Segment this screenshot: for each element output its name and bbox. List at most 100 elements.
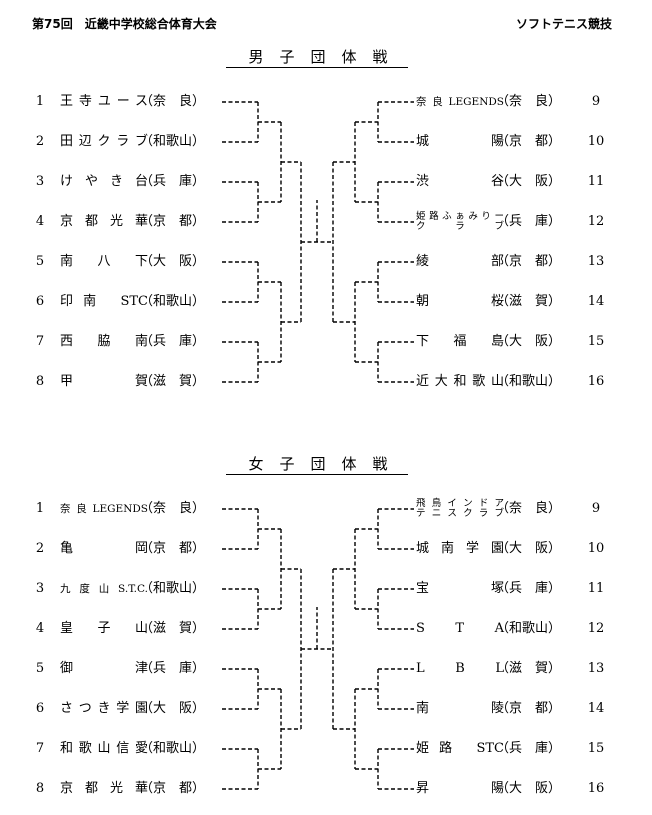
school-name: 飛鳥インドアテニスクラブ [416, 498, 504, 519]
school-name: さつき学園 [60, 701, 148, 716]
seed-number: 10 [587, 134, 605, 149]
prefecture: （滋 賀） [496, 294, 562, 309]
prefecture: （大 阪） [140, 254, 206, 269]
prefecture: （大 阪） [496, 541, 562, 556]
seed-number: 7 [35, 334, 45, 349]
seed-number: 3 [35, 581, 45, 596]
prefecture: （兵 庫） [496, 214, 562, 229]
prefecture: （大 阪） [496, 174, 562, 189]
school-name: 京都光華 [60, 214, 148, 229]
school-name: 城南学園 [416, 541, 504, 556]
girls-title-underline [226, 474, 408, 475]
seed-number: 3 [35, 174, 45, 189]
school-name: S T A [416, 621, 504, 636]
seed-number: 4 [35, 621, 45, 636]
prefecture: （滋 賀） [140, 621, 206, 636]
seed-number: 7 [35, 741, 45, 756]
prefecture: （大 阪） [140, 701, 206, 716]
seed-number: 5 [35, 254, 45, 269]
school-name: 王寺ユース [60, 94, 148, 109]
prefecture: （京 都） [140, 781, 206, 796]
prefecture: （京 都） [140, 214, 206, 229]
seed-number: 15 [587, 334, 605, 349]
school-name: 亀 岡 [60, 541, 148, 556]
seed-number: 9 [591, 94, 601, 109]
prefecture: （滋 賀） [496, 661, 562, 676]
seed-number: 14 [587, 294, 605, 309]
prefecture: （和歌山） [496, 374, 562, 389]
prefecture: （兵 庫） [140, 174, 206, 189]
prefecture: （京 都） [140, 541, 206, 556]
school-name: 甲 賀 [60, 374, 148, 389]
event-title: 第75回 近畿中学校総合体育大会 [32, 17, 217, 31]
seed-number: 4 [35, 214, 45, 229]
seed-number: 16 [587, 374, 605, 389]
prefecture: （兵 庫） [496, 581, 562, 596]
prefecture: （兵 庫） [140, 661, 206, 676]
boys-title: 男子団体戦 [248, 48, 404, 66]
seed-number: 14 [587, 701, 605, 716]
prefecture: （和歌山） [496, 621, 562, 636]
seed-number: 13 [587, 661, 605, 676]
school-name: 綾 部 [416, 254, 504, 269]
school-name: 南八下 [60, 254, 148, 269]
prefecture: （兵 庫） [496, 741, 562, 756]
prefecture: （奈 良） [140, 501, 206, 516]
seed-number: 1 [35, 501, 45, 516]
seed-number: 16 [587, 781, 605, 796]
prefecture: （大 阪） [496, 781, 562, 796]
school-name: L B L [416, 661, 504, 676]
seed-number: 2 [35, 541, 45, 556]
prefecture: （滋 賀） [140, 374, 206, 389]
prefecture: （奈 良） [496, 501, 562, 516]
prefecture: （兵 庫） [140, 334, 206, 349]
seed-number: 5 [35, 661, 45, 676]
school-name: けやき台 [60, 174, 148, 189]
seed-number: 12 [587, 214, 605, 229]
girls-title: 女子団体戦 [248, 455, 404, 473]
school-name: 皇子山 [60, 621, 148, 636]
seed-number: 11 [587, 174, 605, 189]
seed-number: 11 [587, 581, 605, 596]
school-name: 姫路ふぁみりーク ラ ブ [416, 211, 504, 232]
seed-number: 10 [587, 541, 605, 556]
school-name: 朝 桜 [416, 294, 504, 309]
prefecture: （大 阪） [496, 334, 562, 349]
seed-number: 8 [35, 374, 45, 389]
school-name: 奈良LEGENDS [60, 503, 148, 515]
prefecture: （奈 良） [140, 94, 206, 109]
boys-title-underline [226, 67, 408, 68]
prefecture: （和歌山） [140, 294, 206, 309]
school-name: 西脇南 [60, 334, 148, 349]
prefecture: （京 都） [496, 134, 562, 149]
seed-number: 8 [35, 781, 45, 796]
prefecture: （京 都） [496, 701, 562, 716]
school-name: 京都光華 [60, 781, 148, 796]
school-name: 南 陵 [416, 701, 504, 716]
school-name: 城 陽 [416, 134, 504, 149]
school-name: 御 津 [60, 661, 148, 676]
school-name: 近大和歌山 [416, 374, 504, 389]
seed-number: 6 [35, 294, 45, 309]
school-name: 田辺クラブ [60, 134, 148, 149]
school-name: 奈良LEGENDS [416, 96, 504, 108]
seed-number: 2 [35, 134, 45, 149]
school-name: 昇 陽 [416, 781, 504, 796]
school-name: 和歌山信愛 [60, 741, 148, 756]
school-name: 九度山S.T.C. [60, 583, 148, 595]
prefecture: （和歌山） [140, 741, 206, 756]
prefecture: （奈 良） [496, 94, 562, 109]
seed-number: 6 [35, 701, 45, 716]
seed-number: 12 [587, 621, 605, 636]
sport-name: ソフトテニス競技 [515, 17, 612, 31]
seed-number: 15 [587, 741, 605, 756]
school-name: 下福島 [416, 334, 504, 349]
seed-number: 13 [587, 254, 605, 269]
prefecture: （和歌山） [140, 581, 206, 596]
school-name: 宝 塚 [416, 581, 504, 596]
prefecture: （京 都） [496, 254, 562, 269]
prefecture: （和歌山） [140, 134, 206, 149]
seed-number: 1 [35, 94, 45, 109]
school-name: 姫路 STC [416, 741, 504, 756]
